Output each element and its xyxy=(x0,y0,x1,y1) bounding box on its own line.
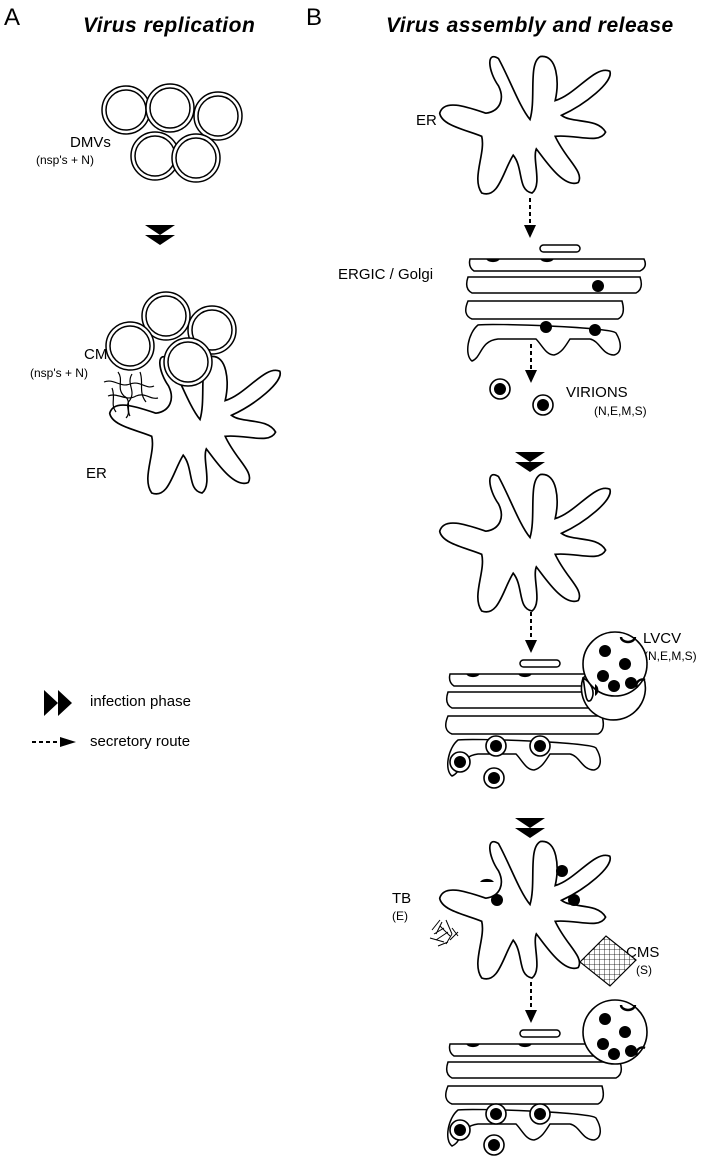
ergic-golgi-label: ERGIC / Golgi xyxy=(338,266,434,283)
secretory-arrow-4 xyxy=(525,982,537,1023)
legend-infection-phase: infection phase xyxy=(90,693,191,710)
tb-label: TB xyxy=(392,890,412,907)
golgi-stack-1 xyxy=(465,244,647,362)
er-organelle-b2 xyxy=(438,473,612,613)
panel-a-title: Virus replication xyxy=(83,14,256,37)
secretory-arrow-1 xyxy=(524,198,536,238)
cm-label: CM xyxy=(84,346,108,363)
cm-sub: (nsp's + N) xyxy=(30,366,88,380)
lvcv-sub: (N,E,M,S) xyxy=(644,649,697,663)
lvcv-label: LVCV xyxy=(643,630,682,647)
virion xyxy=(532,394,554,416)
infection-phase-chevron-b1 xyxy=(515,452,545,472)
lvcv-vacuole xyxy=(580,631,648,721)
cms-label: CMS xyxy=(626,944,660,961)
legend-secretory-route: secretory route xyxy=(90,733,191,750)
dmvs-label: DMVs xyxy=(70,134,111,151)
er-organelle-b1 xyxy=(438,55,612,195)
convoluted-membranes xyxy=(103,371,159,419)
panel-a-letter: A xyxy=(4,4,21,31)
infection-phase-chevron-a xyxy=(145,225,175,245)
virion xyxy=(489,378,511,400)
panel-b-letter: B xyxy=(306,4,323,31)
tubular-bodies xyxy=(429,918,461,950)
secretory-arrow-3 xyxy=(525,612,537,653)
legend-chevron-icon xyxy=(44,690,58,716)
panel-b-title: Virus assembly and release xyxy=(386,14,674,37)
infection-phase-chevron-b2 xyxy=(515,818,545,838)
virions-label: VIRIONS xyxy=(566,384,628,401)
tb-sub: (E) xyxy=(392,909,408,923)
er-with-tb-cms xyxy=(429,840,637,987)
secretory-arrow-2 xyxy=(525,344,537,383)
dmvs-sub: (nsp's + N) xyxy=(36,153,94,167)
virions-sub: (N,E,M,S) xyxy=(594,404,647,418)
cm-er-complex xyxy=(103,291,282,495)
er-label-a: ER xyxy=(86,465,107,482)
cms-sub: (S) xyxy=(636,963,652,977)
dmvs-cluster xyxy=(101,83,243,183)
cubic-membrane-structures xyxy=(579,935,637,987)
golgi-stack-3 xyxy=(445,1029,627,1156)
er-label-b: ER xyxy=(416,112,437,129)
golgi-stack-2 xyxy=(445,659,627,789)
lvcv-vacuole-2 xyxy=(582,999,648,1065)
legend xyxy=(32,690,76,747)
